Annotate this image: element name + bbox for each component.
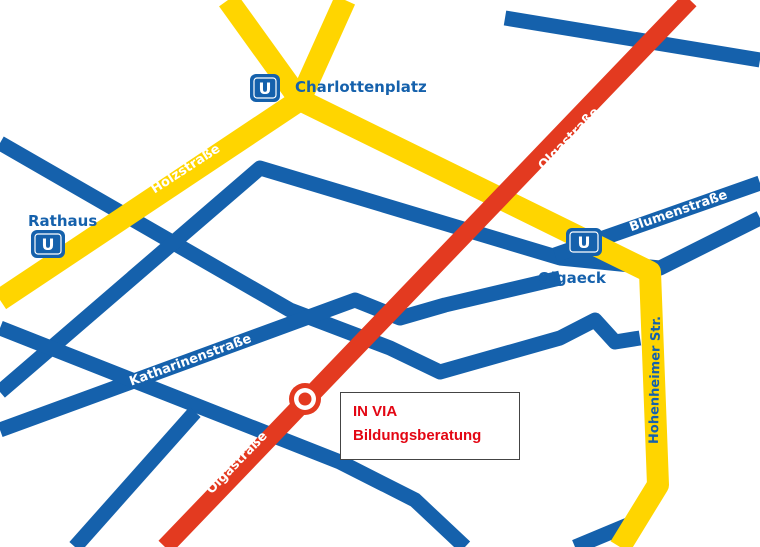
yellow-streets	[0, 0, 669, 547]
callout-line-2: Bildungsberatung	[353, 427, 482, 444]
location-ring-icon	[289, 383, 321, 415]
street-lower-diagonal	[0, 321, 471, 547]
u-bahn-icon: U	[31, 230, 65, 258]
station-charlottenplatz: U Charlottenplatz	[250, 74, 427, 102]
street-top-right-segment	[503, 10, 760, 68]
u-bahn-icon: U	[250, 74, 280, 102]
u-bahn-badge-letter: U	[259, 79, 272, 98]
street-label-hohenheimer-str: Hohenheimer Str.	[647, 316, 664, 444]
street-label-olgastrasse-bottom: Olgastraße	[204, 429, 271, 498]
street-label-blumenstrasse: Blumenstraße	[628, 188, 730, 236]
street-holzstrasse	[0, 90, 307, 310]
u-bahn-badge-letter: U	[42, 235, 55, 254]
location-callout: IN VIA Bildungsberatung	[340, 392, 520, 460]
street-bottom-left	[69, 407, 201, 547]
station-rathaus: Rathaus U	[28, 212, 97, 258]
u-bahn-badge-letter: U	[578, 233, 591, 252]
station-label-charlottenplatz: Charlottenplatz	[295, 78, 427, 96]
street-charlottenplatz-top-left	[219, 0, 309, 107]
station-label-rathaus: Rathaus	[28, 212, 97, 230]
blue-streets	[0, 10, 760, 547]
u-bahn-icon: U	[566, 228, 602, 256]
street-charlottenplatz-to-olgaeck	[295, 90, 669, 547]
street-charlottenplatz-top-right	[289, 0, 356, 105]
station-olgaeck: U Olgaeck	[538, 228, 607, 287]
street-olgastrasse	[158, 0, 697, 547]
station-label-olgaeck: Olgaeck	[538, 269, 607, 287]
callout-line-1: IN VIA	[353, 403, 398, 420]
street-katharinenstrasse	[0, 270, 562, 438]
street-label-katharinenstrasse: Katharinenstraße	[128, 331, 254, 389]
